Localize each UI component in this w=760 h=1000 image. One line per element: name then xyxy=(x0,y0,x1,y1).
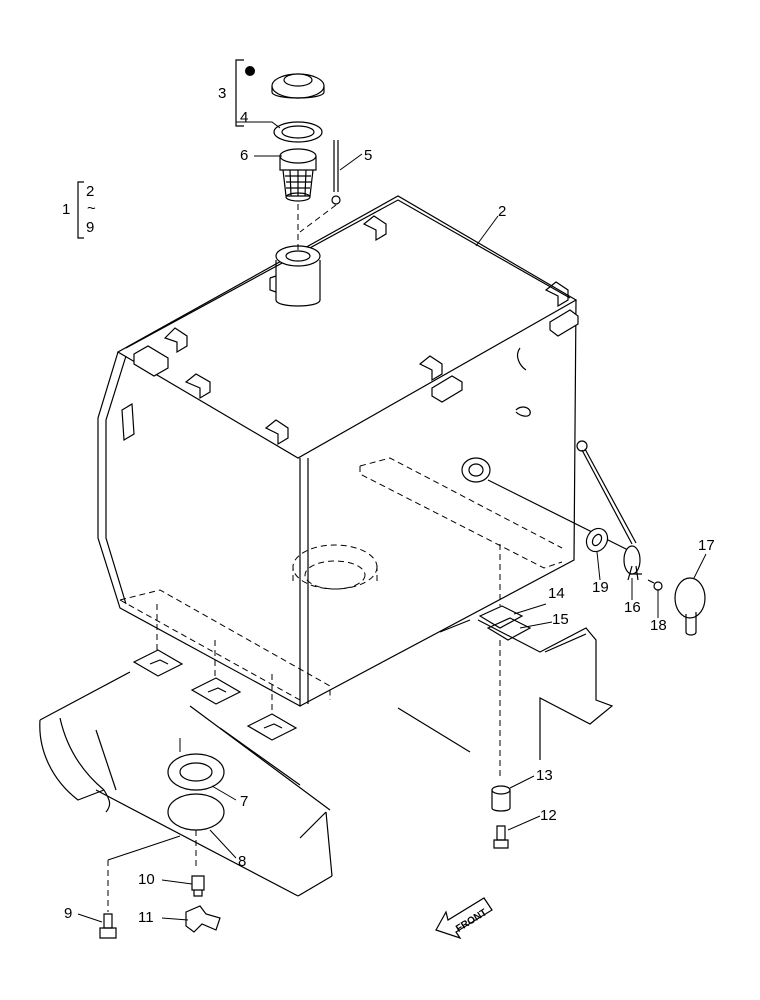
label-6: 6 xyxy=(240,147,248,164)
right-cradle xyxy=(397,619,614,760)
label-10: 10 xyxy=(138,871,155,888)
leader-lines xyxy=(77,121,707,923)
label-15: 15 xyxy=(552,611,569,628)
shims xyxy=(132,544,532,780)
hydraulic-tank xyxy=(97,195,579,708)
cap-assembly xyxy=(245,66,325,143)
label-13: 13 xyxy=(536,767,553,784)
drain-parts xyxy=(99,860,221,939)
label-3: 3 xyxy=(218,85,226,102)
label-19: 19 xyxy=(592,579,609,596)
label-11: 11 xyxy=(138,909,154,926)
label-17: 17 xyxy=(698,537,715,554)
label-16: 16 xyxy=(624,599,641,616)
label-5: 5 xyxy=(364,147,372,164)
group-bracket: 2 ~ 9 xyxy=(77,59,244,239)
label-14: 14 xyxy=(548,585,565,602)
tank-underside-dashed xyxy=(119,457,563,701)
label-4: 4 xyxy=(240,109,248,126)
label-2: 2 xyxy=(498,203,506,220)
label-1: 1 xyxy=(62,201,70,218)
label-18: 18 xyxy=(650,617,667,634)
group-bracket-bottom: 9 xyxy=(86,219,94,236)
group-bracket-tilde: ~ xyxy=(87,200,96,217)
front-arrow-text: FRONT xyxy=(454,907,489,935)
group-bracket-top: 2 xyxy=(86,183,94,200)
level-gauge-parts xyxy=(487,440,706,636)
front-direction-arrow: FRONT xyxy=(435,897,493,940)
level-rod xyxy=(299,140,341,233)
label-7: 7 xyxy=(240,793,248,810)
label-9: 9 xyxy=(64,905,72,922)
base-frame xyxy=(39,671,333,897)
bolt-spacer xyxy=(491,785,511,849)
flange-gaskets xyxy=(107,738,225,870)
strainer xyxy=(279,148,317,250)
label-12: 12 xyxy=(540,807,557,824)
label-8: 8 xyxy=(238,853,246,870)
callout-labels: 1 2 3 4 5 6 7 8 9 10 11 12 13 14 15 16 1… xyxy=(62,85,715,926)
